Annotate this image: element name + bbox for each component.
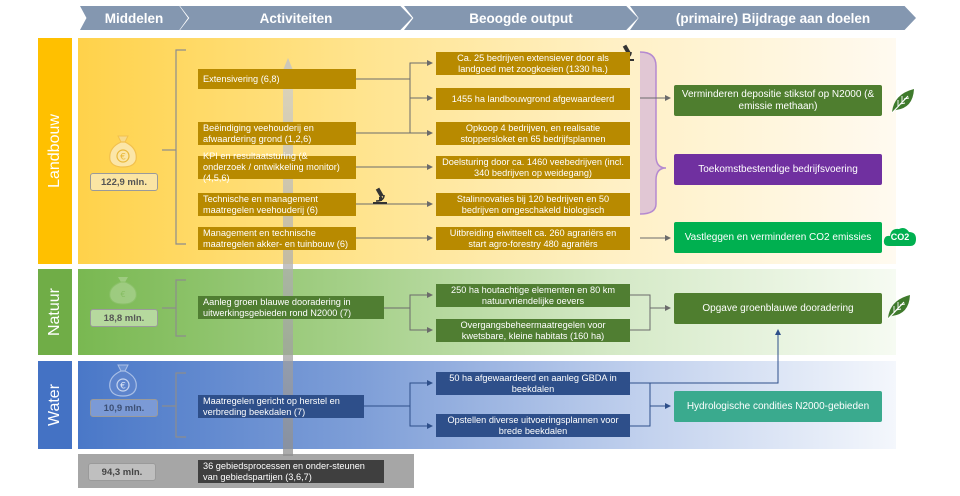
activity-kpi: KPI en resultaatsturing (& onderzoek / o… — [198, 151, 356, 183]
money-bag-icon: € — [106, 363, 140, 397]
activity-gebiedsprocessen: 36 gebiedsprocessen en onder-steunen van… — [198, 460, 384, 483]
activity-beeindiging: Beëindiging veehouderij en afwaardering … — [198, 122, 356, 145]
output-opkoop: Opkoop 4 bedrijven, en realisatie stoppe… — [436, 122, 630, 145]
svg-text:€: € — [120, 290, 125, 299]
money-bag-icon: € — [106, 275, 140, 305]
output-gbda: 50 ha afgewaardeerd en aanleg GBDA in be… — [436, 372, 630, 395]
svg-text:€: € — [120, 153, 126, 163]
header-output: Beoogde output — [404, 6, 638, 30]
money-bag-icon: € — [106, 132, 140, 168]
budget-natuur: 18,8 mln. — [90, 309, 158, 327]
header-activiteiten: Activiteiten — [180, 6, 412, 30]
vertical-support-bar — [283, 78, 293, 456]
budget-landbouw: 122,9 mln. — [90, 173, 158, 191]
output-doelsturing: Doelsturing door ca. 1460 veebedrijven (… — [436, 156, 630, 179]
budget-overig: 94,3 mln. — [88, 463, 156, 481]
output-houtachtig: 250 ha houtachtige elementen en 80 km na… — [436, 284, 630, 307]
goal-depositie-stikstof: Verminderen depositie stikstof op N2000 … — [674, 85, 882, 116]
microscope-icon — [370, 185, 390, 205]
goal-toekomstbestendig: Toekomstbestendige bedrijfsvoering — [674, 154, 882, 185]
header-doelen-label: (primaire) Bijdrage aan doelen — [675, 10, 871, 26]
output-uitvoeringsplannen: Opstellen diverse uitvoeringsplannen voo… — [436, 414, 630, 437]
output-eiwitteelt: Uitbreiding eiwitteelt ca. 260 agrariërs… — [436, 227, 630, 250]
output-afgewaardeerd: 1455 ha landbouwgrond afgewaardeerd — [436, 88, 630, 110]
header-doelen: (primaire) Bijdrage aan doelen — [630, 6, 916, 30]
output-extensiever: Ca. 25 bedrijven extensiever door als la… — [436, 52, 630, 75]
header-output-label: Beoogde output — [469, 10, 573, 26]
activity-management-akker: Management en technische maatregelen akk… — [198, 227, 356, 250]
leaf-icon — [888, 86, 918, 116]
activity-groenblauw: Aanleg groen blauwe dooradering in uitwe… — [198, 296, 384, 319]
section-water-label: Water — [38, 361, 72, 449]
section-landbouw-label: Landbouw — [38, 38, 72, 264]
output-stalinnovaties: Stalinnovaties bij 120 bedrijven en 50 b… — [436, 193, 630, 216]
section-natuur-label: Natuur — [38, 269, 72, 355]
co2-label: CO2 — [890, 232, 910, 242]
activity-technisch-veehouderij: Technische en management maatregelen vee… — [198, 193, 356, 216]
goal-hydrologisch: Hydrologische condities N2000-gebieden — [674, 391, 882, 422]
budget-water: 10,9 mln. — [90, 399, 158, 417]
goal-groenblauw: Opgave groenblauwe dooradering — [674, 293, 882, 324]
activity-extensivering: Extensivering (6,8) — [198, 69, 356, 89]
output-overgangsbeheer: Overgangsbeheermaatregelen voor kwetsbar… — [436, 319, 630, 342]
header-middelen-label: Middelen — [104, 10, 164, 26]
activity-beekdalen: Maatregelen gericht op herstel en verbre… — [198, 395, 364, 418]
leaf-icon — [884, 292, 914, 322]
goal-co2: Vastleggen en verminderen CO2 emissies — [674, 222, 882, 253]
header-middelen: Middelen — [80, 6, 188, 30]
header-activiteiten-label: Activiteiten — [259, 10, 333, 26]
co2-cloud-icon: CO2 — [882, 224, 918, 250]
svg-text:€: € — [120, 382, 126, 392]
